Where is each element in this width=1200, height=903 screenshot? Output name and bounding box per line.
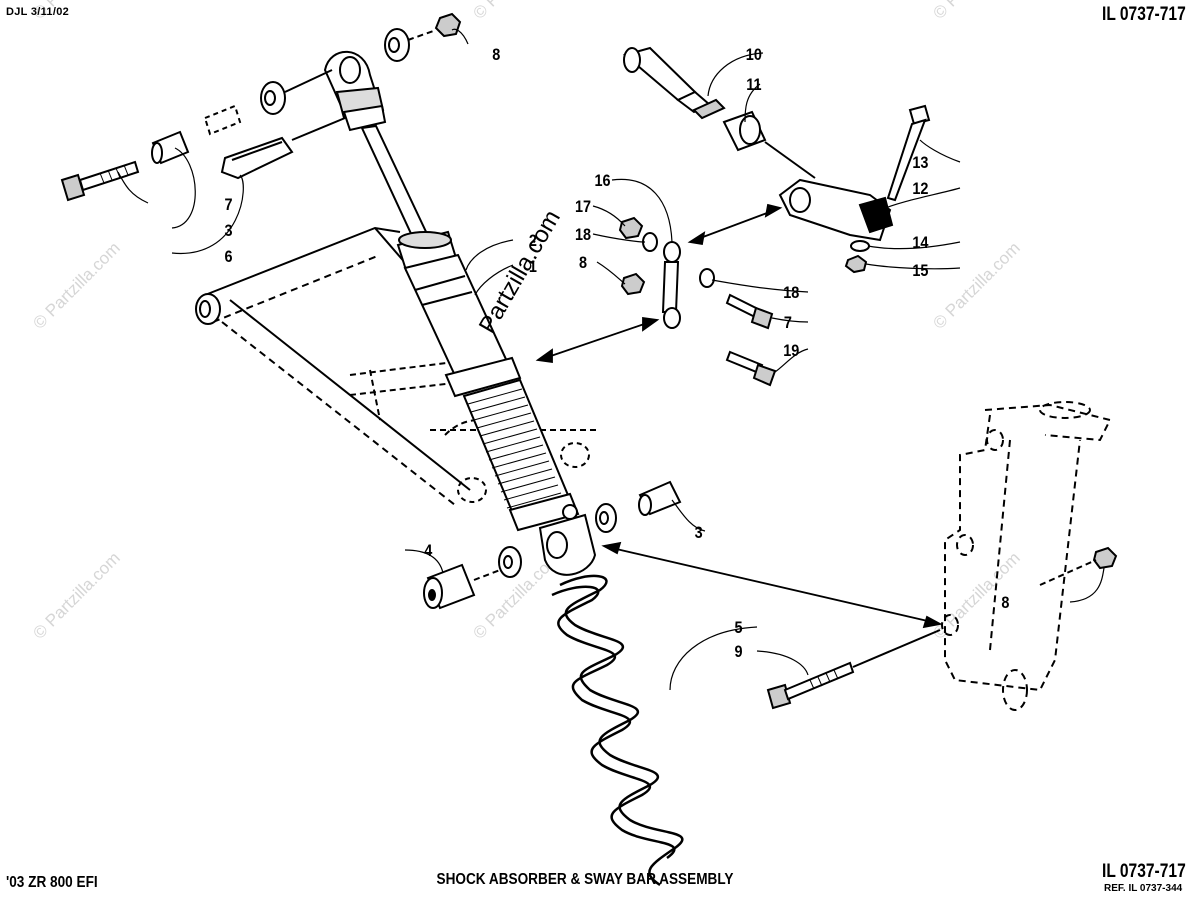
watermark-text: © Partzilla.com	[929, 0, 1023, 23]
assembly-arrows	[535, 203, 943, 629]
callout-numbers: 8 10 11 13 12 16 17 18 8 14 15 7 3 6 2 1…	[225, 46, 1010, 661]
callout-label: 14	[912, 234, 928, 252]
callout-label: 7	[225, 196, 233, 214]
coil-spring	[551, 574, 684, 887]
callout-label: 8	[1001, 594, 1009, 612]
spindle-nut	[1039, 546, 1118, 586]
callout-label: 10	[746, 46, 762, 64]
illustration-number-bottom: IL 0737-717	[1102, 861, 1186, 882]
shock-absorber	[323, 50, 597, 576]
callout-label: 8	[579, 254, 587, 272]
callout-label: 13	[912, 154, 928, 172]
model-label: '03 ZR 800 EFI	[6, 874, 98, 891]
watermark-center: Partzilla.com	[474, 206, 566, 338]
watermark-text: © Partzilla.com	[29, 238, 123, 332]
callout-label: 18	[575, 226, 591, 244]
sway-bar-link	[618, 46, 931, 387]
leader-lines	[117, 28, 1105, 691]
callout-label: 19	[783, 342, 799, 360]
callout-label: 9	[735, 643, 743, 661]
spindle	[941, 401, 1112, 711]
watermarks: © Partzilla.com © Partzilla.com © Partzi…	[29, 0, 1023, 643]
callout-label: 1	[529, 258, 537, 276]
callout-label: 8	[492, 46, 500, 64]
callout-label: 2	[529, 232, 537, 250]
callout-label: 7	[784, 314, 792, 332]
watermark-text: © Partzilla.com	[929, 238, 1023, 332]
callout-label: 15	[912, 262, 928, 280]
hardware-upper	[60, 12, 462, 202]
callout-label: 3	[695, 524, 703, 542]
callout-label: 17	[575, 198, 591, 216]
reference-number: REF. IL 0737-344	[1104, 883, 1183, 894]
watermark-text: © Partzilla.com	[469, 0, 563, 23]
callout-label: 18	[783, 284, 799, 302]
callout-label: 12	[912, 180, 928, 198]
callout-label: 16	[595, 172, 611, 190]
diagram-title: SHOCK ABSORBER & SWAY BAR ASSEMBLY	[436, 871, 734, 888]
date-code: DJL 3/11/02	[6, 6, 70, 18]
illustration-number-top: IL 0737-717	[1102, 4, 1186, 25]
callout-label: 3	[225, 222, 233, 240]
watermark-text: © Partzilla.com	[29, 548, 123, 642]
callout-label: 6	[225, 248, 233, 266]
callout-label: 5	[735, 619, 743, 637]
callout-label: 11	[746, 76, 761, 94]
callout-label: 4	[424, 542, 432, 560]
hardware-lower	[423, 480, 941, 710]
